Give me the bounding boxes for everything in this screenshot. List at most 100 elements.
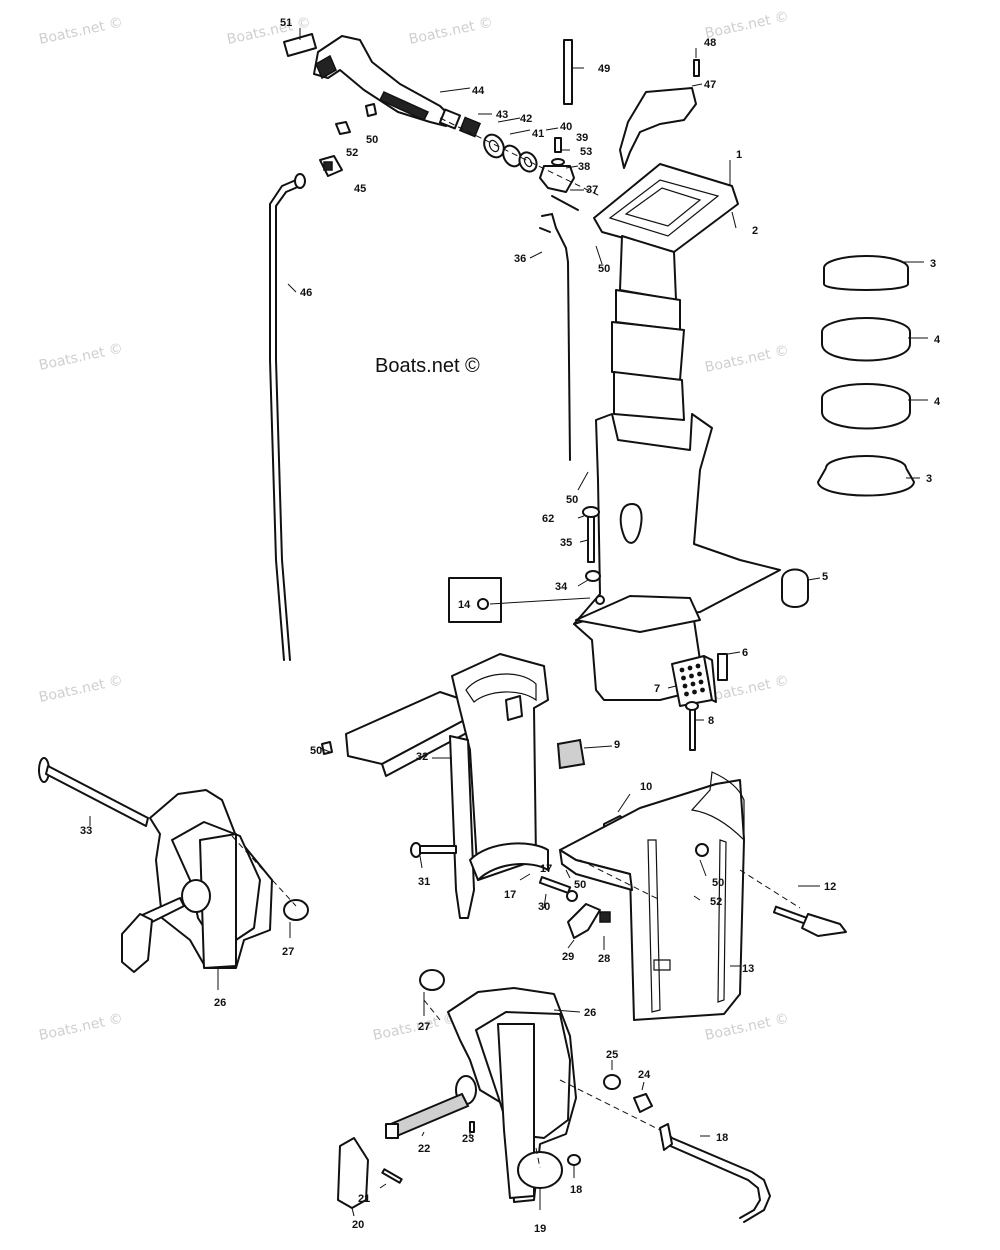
part-label: 20: [352, 1219, 364, 1231]
plate-hole: [692, 689, 697, 695]
part-label: 42: [520, 113, 532, 125]
part-label: 6: [742, 647, 748, 659]
part-label: 12: [824, 881, 836, 893]
part-label: 45: [354, 183, 366, 195]
stern-bracket-drawing: [559, 771, 745, 1021]
part-label: 3: [926, 473, 932, 485]
cover-plate-drawing: [619, 87, 697, 169]
part-label: 49: [598, 63, 610, 75]
plate-hole: [687, 665, 693, 671]
part-label: 34: [555, 581, 568, 593]
pin-drawing: [563, 39, 573, 105]
watermark-text: Boats.net ©: [704, 1011, 791, 1044]
part-label: 43: [496, 109, 508, 121]
plate-hole: [697, 671, 702, 677]
part-label: 26: [214, 997, 226, 1009]
plate-hole: [682, 683, 688, 689]
watermark-text: Boats.net ©: [38, 673, 125, 706]
part-label: 35: [560, 537, 572, 549]
part-label: 33: [80, 825, 92, 837]
part-label: 32: [416, 751, 428, 763]
plate-hole: [695, 663, 701, 669]
part-label: 17: [504, 889, 516, 901]
part-label: 38: [578, 161, 590, 173]
part-label: 22: [418, 1143, 430, 1155]
part-label: 26: [584, 1007, 596, 1019]
part-label: 17: [540, 863, 552, 875]
part-label: 7: [654, 683, 660, 695]
part-label: 24: [638, 1069, 651, 1081]
part-label: 48: [704, 37, 716, 49]
plate-hole: [689, 673, 694, 679]
part-label: 46: [300, 287, 312, 299]
part-label: 27: [282, 946, 294, 958]
part-label: 23: [462, 1133, 474, 1145]
part-label: 36: [514, 253, 526, 265]
part-label: 25: [606, 1049, 618, 1061]
watermark-text: Boats.net ©: [38, 341, 125, 374]
part-label: 30: [538, 901, 550, 913]
watermark-text: Boats.net ©: [38, 1011, 125, 1044]
watermark-text: Boats.net ©: [38, 15, 125, 48]
part-label: 50: [366, 134, 378, 146]
leader-lines: [89, 28, 928, 1217]
part-label: 4: [934, 396, 941, 408]
part-label: 52: [346, 147, 358, 159]
part-label: 53: [580, 146, 592, 158]
part-label: 28: [598, 953, 610, 965]
part-label: 18: [716, 1132, 728, 1144]
part-label: 29: [562, 951, 574, 963]
exhaust-housing-drawing: [573, 163, 781, 701]
part-label: 4: [934, 334, 941, 346]
tiller-handle-drawing: [283, 33, 601, 211]
part-label: 10: [640, 781, 652, 793]
part-label: 14: [458, 599, 471, 611]
part-label: 52: [710, 896, 722, 908]
swivel-bracket-drawing: [345, 653, 549, 919]
plate-hole: [679, 667, 685, 673]
alignment-lines: [231, 835, 801, 1169]
watermark-text: Boats.net ©: [408, 15, 495, 48]
plate-hole: [690, 681, 696, 687]
part-label: 27: [418, 1021, 430, 1033]
part-label: 1: [736, 149, 742, 161]
inset-box: [448, 577, 502, 623]
watermark-text: Boats.net ©: [704, 9, 791, 42]
part-label: 39: [576, 132, 588, 144]
plate-hole: [698, 679, 704, 685]
bottom-clamp-drawing: [337, 969, 772, 1223]
part-label: 50: [574, 879, 586, 891]
plate-hole: [700, 687, 705, 693]
part-label: 50: [310, 745, 322, 757]
part-label: 44: [472, 85, 485, 97]
part-label: 50: [566, 494, 578, 506]
part-label: 50: [598, 263, 610, 275]
watermark-text: Boats.net ©: [704, 343, 791, 376]
part-label: 31: [418, 876, 430, 888]
shift-rod: [541, 212, 571, 461]
part-label: 19: [534, 1223, 546, 1235]
part-label: 21: [358, 1193, 370, 1205]
diagram-caption: Boats.net ©: [375, 355, 480, 377]
part-label: 13: [742, 963, 754, 975]
part-label: 9: [614, 739, 620, 751]
watermark-text: Boats.net ©: [372, 1011, 459, 1044]
part-label: 18: [570, 1184, 582, 1196]
part-label: 40: [560, 121, 572, 133]
plate-hole: [681, 675, 686, 681]
part-label: 5: [822, 571, 828, 583]
part-label: 47: [704, 79, 716, 91]
part-label: 41: [532, 128, 544, 140]
part-label: 62: [542, 513, 554, 525]
bearing-rings-drawing: [817, 255, 915, 497]
part-label: 51: [280, 17, 292, 29]
plate-hole: [684, 691, 689, 697]
left-clamp-drawing: [38, 757, 309, 973]
part-label: 3: [930, 258, 936, 270]
part-label: 37: [586, 184, 598, 196]
part-label: 50: [712, 877, 724, 889]
part-label: 2: [752, 225, 758, 237]
